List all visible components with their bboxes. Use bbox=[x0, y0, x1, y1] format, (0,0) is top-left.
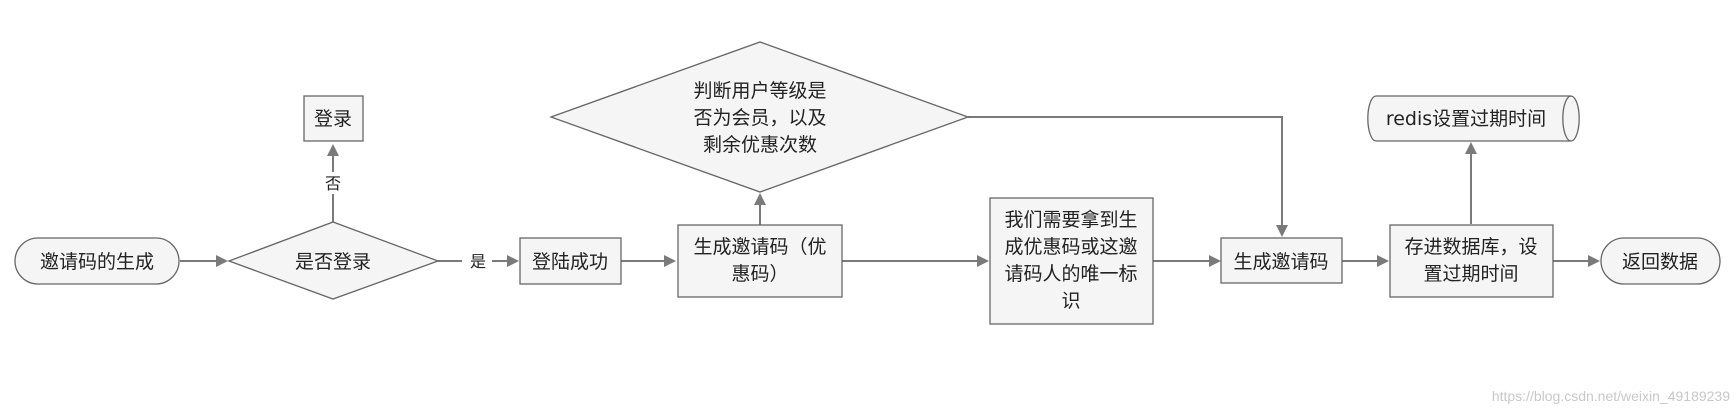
save-db-box-shape bbox=[1389, 224, 1554, 298]
generate-code-label-line-2: 惠码） bbox=[731, 263, 788, 285]
generate-code-box-shape bbox=[677, 224, 843, 298]
watermark-text: https://blog.csdn.net/weixin_49189239 bbox=[1492, 388, 1730, 404]
login-box-shape bbox=[303, 95, 364, 142]
need-id-label-line-2: 成优惠码或这邀 bbox=[1004, 236, 1137, 258]
start-terminal-shape bbox=[14, 237, 180, 285]
return-data-label: 返回数据 bbox=[1622, 251, 1698, 273]
node-labels: 邀请码的生成 是否登录 登录 登陆成功 生成邀请码（优 惠码） 判断用户等级是 … bbox=[40, 80, 1698, 312]
login-label: 登录 bbox=[314, 108, 352, 130]
need-id-label-line-3: 请码人的唯一标 bbox=[1004, 263, 1137, 285]
edge-label-no: 否 bbox=[325, 174, 341, 193]
redis-storage-edge bbox=[1562, 95, 1572, 142]
generate-code-2-label: 生成邀请码 bbox=[1233, 251, 1328, 273]
login-success-label: 登陆成功 bbox=[532, 251, 608, 273]
edge-label-yes: 是 bbox=[470, 252, 486, 271]
need-id-label-line-1: 我们需要拿到生 bbox=[1004, 208, 1137, 231]
nodes bbox=[14, 41, 1721, 325]
edges bbox=[180, 116, 1600, 267]
login-success-box-shape bbox=[519, 237, 622, 285]
save-db-label-line-1: 存进数据库，设 bbox=[1404, 236, 1537, 258]
need-id-label-line-4: 识 bbox=[1061, 290, 1080, 312]
generate-code-label-line-1: 生成邀请码（优 bbox=[693, 236, 826, 258]
check-level-decision-shape bbox=[549, 41, 970, 193]
check-level-label-line-3: 剩余优惠次数 bbox=[703, 134, 817, 156]
save-db-label-line-2: 置过期时间 bbox=[1423, 263, 1518, 285]
generate-code-2-box-shape bbox=[1220, 237, 1343, 284]
check-level-label-line-1: 判断用户等级是 bbox=[693, 80, 826, 102]
edge-check-level-to-generate-code-2 bbox=[968, 116, 1288, 237]
is-logged-in-label: 是否登录 bbox=[295, 251, 371, 273]
start-label: 邀请码的生成 bbox=[40, 251, 154, 273]
check-level-label-line-2: 否为会员，以及 bbox=[693, 107, 826, 129]
need-id-box-shape bbox=[989, 197, 1154, 325]
is-logged-in-decision-shape bbox=[227, 221, 440, 300]
return-data-terminal-shape bbox=[1600, 237, 1721, 285]
redis-label: redis设置过期时间 bbox=[1386, 108, 1546, 130]
